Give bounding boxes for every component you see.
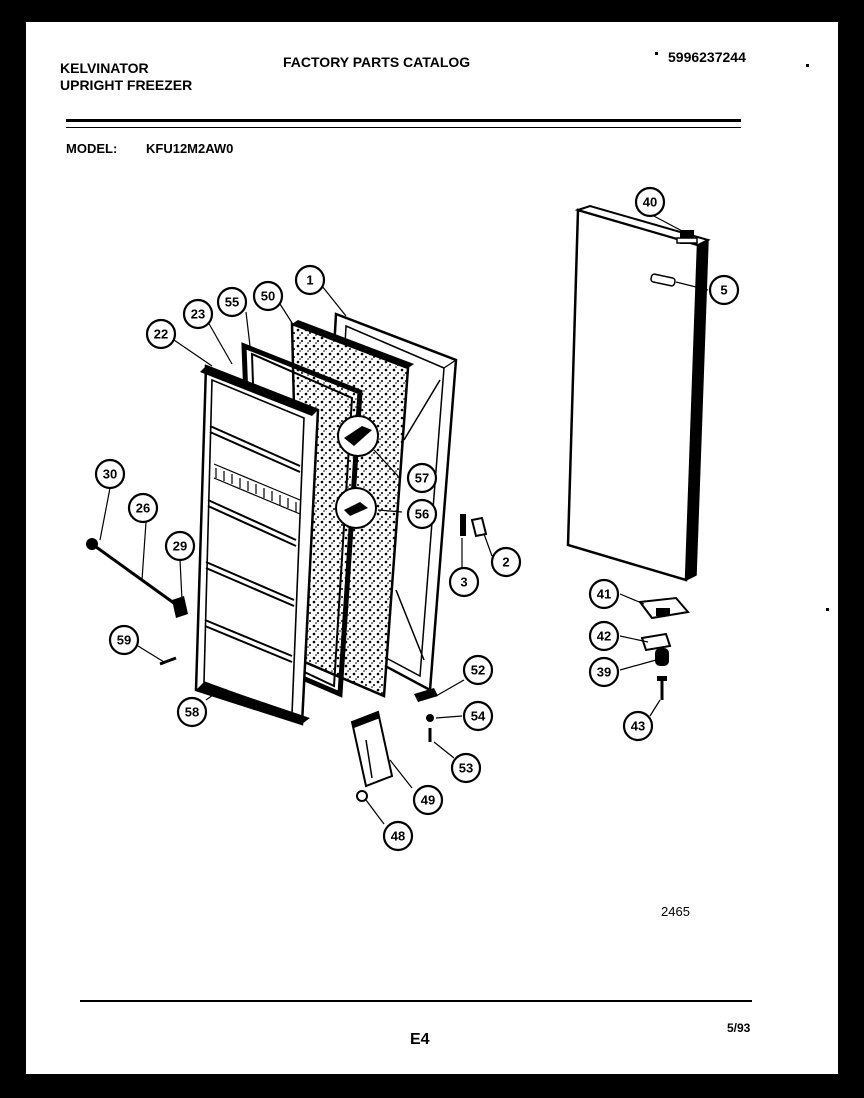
scan-speck [826,608,829,611]
catalog-title: FACTORY PARTS CATALOG [283,54,471,70]
page-code: E4 [410,1031,430,1048]
scan-speck [806,64,809,67]
callout-42-label: 42 [597,629,611,644]
inner-door-liner [194,364,320,726]
callout-30-label: 30 [103,467,117,482]
callout-55: 55 [216,286,248,318]
callout-48-label: 48 [391,829,405,844]
callout-49-label: 49 [421,793,435,808]
detail-circle-lower [335,487,377,529]
brand-name: KELVINATOR [60,60,149,76]
callout-42: 42 [588,620,620,652]
callout-41: 41 [588,578,620,610]
callout-54: 54 [462,700,494,732]
callout-3: 3 [448,566,480,598]
callout-2-label: 2 [502,555,509,570]
callout-55-label: 55 [225,295,239,310]
callout-50-label: 50 [261,289,275,304]
callout-23: 23 [182,298,214,330]
callout-1-label: 1 [306,273,313,288]
callout-40-label: 40 [643,195,657,210]
callout-5: 5 [708,274,740,306]
callout-23-label: 23 [191,307,205,322]
callout-53-label: 53 [459,761,473,776]
screw-59 [159,656,177,666]
diagram-number: 2465 [661,904,690,919]
callout-26-label: 26 [136,501,150,516]
screw [356,790,368,802]
door-stop-hardware [414,688,438,742]
callout-48: 48 [382,820,414,852]
callout-58-label: 58 [185,705,199,720]
leader-lines [99,213,709,825]
callout-50: 50 [252,280,284,312]
callout-29: 29 [164,530,196,562]
callout-56: 56 [406,498,438,530]
callout-22: 22 [145,318,177,350]
detail-circle-upper [337,415,379,457]
callout-59-label: 59 [117,633,131,648]
callout-52-label: 52 [471,663,485,678]
callout-1: 1 [294,264,326,296]
callout-53: 53 [450,752,482,784]
callout-41-label: 41 [597,587,611,602]
footer-rule [80,1000,752,1002]
hinge-bushing [676,230,698,244]
door-stop-bracket [350,710,394,788]
callout-30: 30 [94,458,126,490]
callout-57-label: 57 [415,471,429,486]
callout-43: 43 [622,710,654,742]
scan-speck [805,12,809,16]
model-label: MODEL: [66,141,118,156]
callout-56-label: 56 [415,507,429,522]
model-number: KFU12M2AW0 [146,141,234,156]
catalog-number: 5996237244 [668,49,746,65]
revision-date: 5/93 [727,1021,751,1035]
bottom-hinge-assembly [638,596,690,700]
callout-59: 59 [108,624,140,656]
callout-22-label: 22 [154,327,168,342]
callout-52: 52 [462,654,494,686]
callout-26: 26 [127,492,159,524]
product-type: UPRIGHT FREEZER [60,77,193,93]
callout-2: 2 [490,546,522,578]
header-rule-thin [66,127,741,128]
callout-40: 40 [634,186,666,218]
callout-49: 49 [412,784,444,816]
callout-29-label: 29 [173,539,187,554]
shelf-retainer-bar [86,538,188,618]
callout-54-label: 54 [471,709,486,724]
scan-speck [655,52,658,55]
header-rule [66,119,741,122]
callout-57: 57 [406,462,438,494]
callout-3-label: 3 [460,575,467,590]
callout-43-label: 43 [631,719,645,734]
callout-39: 39 [588,656,620,688]
handle-hardware [460,514,488,538]
callout-5-label: 5 [720,283,727,298]
callout-39-label: 39 [597,665,611,680]
callout-58: 58 [176,696,208,728]
outer-door-panel [566,204,711,582]
